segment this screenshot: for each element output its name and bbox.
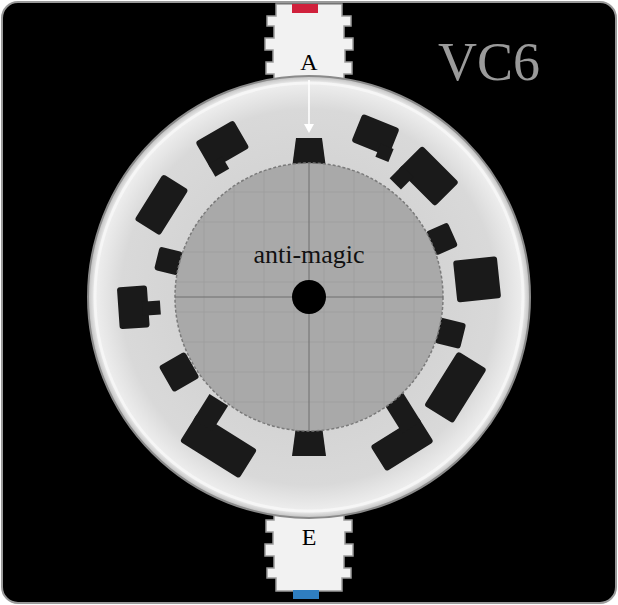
chamber-rim <box>95 83 523 511</box>
exit-letter: E <box>302 525 317 549</box>
zone-outline <box>174 162 444 432</box>
leader-arrow <box>308 80 310 126</box>
exit-marker <box>293 590 319 599</box>
zone-circle <box>175 163 443 431</box>
arrow-head <box>304 124 314 133</box>
center-pit <box>292 280 326 314</box>
entry-marker <box>292 4 318 13</box>
entry-letter: A <box>300 50 317 74</box>
zone-label: anti-magic <box>253 242 364 268</box>
round-chamber <box>88 76 530 518</box>
anti-magic-zone: anti-magic <box>174 162 444 432</box>
map-id: VC6 <box>438 35 540 89</box>
pillar-blocks <box>117 114 501 479</box>
